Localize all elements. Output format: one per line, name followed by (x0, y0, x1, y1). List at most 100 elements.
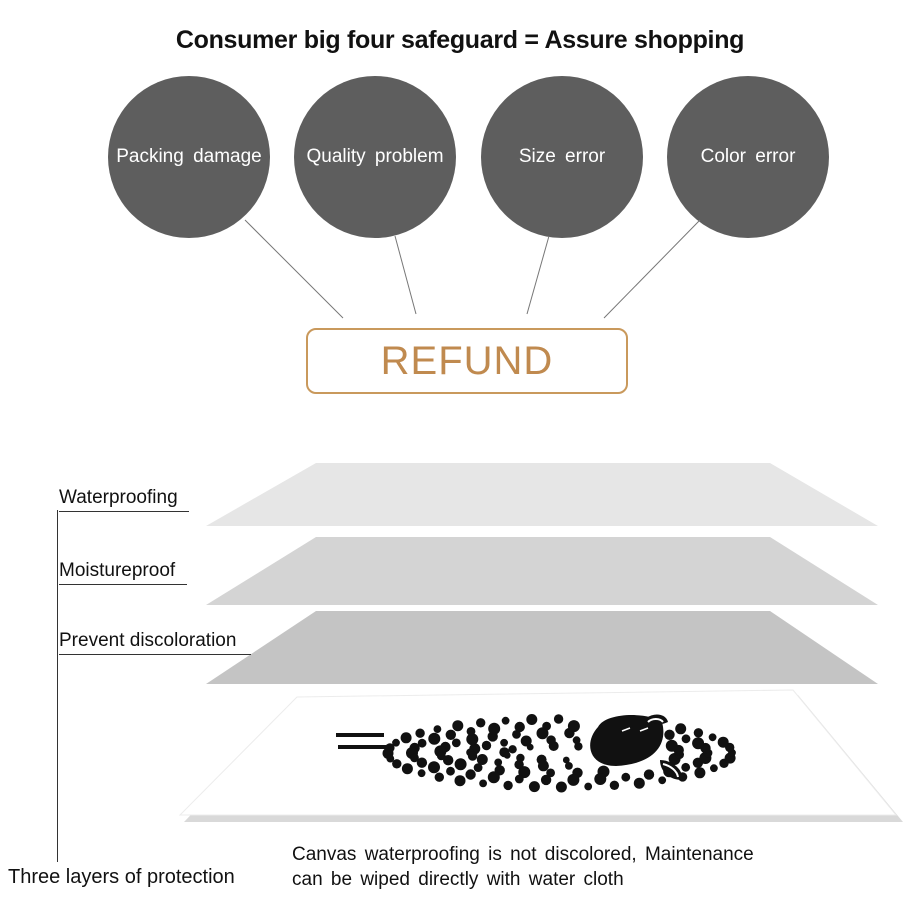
wool-dot (415, 728, 425, 738)
wool-dot (476, 754, 488, 765)
connector-line (394, 235, 417, 315)
wool-dot (717, 736, 729, 748)
wool-dot (401, 763, 413, 775)
safeguard-label: Color error (700, 146, 796, 167)
connector-line (526, 235, 550, 315)
wool-dot (546, 768, 555, 778)
wool-dot (473, 763, 483, 772)
wool-dot (466, 733, 479, 746)
safeguard-label: Quality problem (306, 146, 444, 167)
wool-dot (446, 766, 455, 776)
wool-dot (594, 773, 607, 785)
wool-dot (467, 751, 478, 761)
wool-dot (443, 755, 454, 766)
wool-dot (416, 757, 428, 768)
safeguard-label: Packing damage (116, 146, 262, 167)
wool-dot (417, 769, 426, 778)
layer-label-moistureproof: Moistureproof (59, 560, 187, 585)
wool-dot (454, 775, 466, 787)
wool-dot (488, 722, 501, 735)
wool-dot (681, 762, 691, 772)
wool-dot (479, 779, 487, 788)
wool-dot (542, 721, 551, 731)
refund-badge: REFUND (306, 328, 628, 394)
wool-dot (694, 767, 706, 779)
safeguard-color-error: Color error (667, 76, 829, 238)
wool-dot (693, 728, 704, 738)
black-dotted-sheep-icon (336, 714, 736, 793)
canvas-print (178, 689, 898, 816)
wool-dot (681, 734, 691, 744)
wool-dot (512, 730, 521, 739)
wool-dot (386, 754, 395, 763)
wool-dot (553, 714, 564, 724)
safeguard-size-error: Size error (481, 76, 643, 238)
wool-dot (434, 772, 444, 782)
wool-dot (562, 756, 570, 764)
wool-dot (465, 769, 476, 780)
layer-label-waterproofing: Waterproofing (59, 487, 189, 512)
connector-line (244, 219, 344, 319)
protection-label: Three layers of protection (8, 866, 235, 888)
description-line: can be wiped directly with water cloth (292, 869, 624, 890)
wool-dot (584, 782, 593, 791)
wool-dot (514, 774, 524, 784)
wool-dot (454, 758, 467, 771)
wool-dot (621, 772, 631, 782)
layer-moistureproof (206, 537, 878, 605)
wool-dot (526, 714, 538, 725)
wool-dot (508, 745, 517, 754)
wool-dot (572, 736, 581, 745)
bracket-line (57, 510, 58, 862)
wool-dot (540, 774, 552, 786)
wool-dot (417, 738, 427, 748)
wool-dot (567, 720, 580, 733)
wool-dot (609, 780, 620, 790)
wool-dot (565, 762, 573, 770)
wool-dot (392, 759, 402, 769)
safeguard-packing-damage: Packing damage (108, 76, 270, 238)
wool-dot (466, 727, 476, 736)
layer-waterproofing (206, 463, 878, 526)
wool-dot (410, 753, 419, 763)
safeguard-quality-problem: Quality problem (294, 76, 456, 238)
wool-dot (451, 738, 461, 748)
wool-dot (664, 729, 675, 740)
wool-dot (658, 776, 667, 785)
wool-dot (481, 740, 492, 751)
wool-dot (643, 769, 655, 780)
wool-dot (500, 738, 508, 747)
safeguard-label: Size error (518, 146, 606, 167)
wool-dot (445, 729, 456, 740)
wool-dot (476, 718, 486, 728)
wool-dot (708, 733, 717, 742)
wool-dot (520, 735, 532, 747)
wool-dot (428, 761, 440, 774)
wool-dot (501, 716, 510, 725)
layer-label-prevent-discoloration: Prevent discoloration (59, 630, 251, 655)
wool-dot (433, 725, 442, 733)
wool-dot (675, 723, 687, 735)
wool-dot (692, 737, 705, 750)
description-line: Canvas waterproofing is not discolored, … (292, 844, 754, 865)
wool-dot (546, 735, 556, 745)
description-text: Canvas waterproofing is not discolored, … (292, 842, 754, 892)
wool-dot (574, 742, 583, 751)
wool-dot (503, 751, 511, 759)
wool-dot (452, 720, 464, 732)
layer-prevent-discoloration (206, 611, 878, 684)
wool-dot (487, 771, 500, 784)
wool-dot (514, 721, 525, 733)
wool-dot (503, 780, 513, 791)
connector-line (603, 219, 701, 319)
wool-dot (494, 758, 503, 767)
wool-dot (567, 773, 580, 786)
wool-dot (555, 781, 567, 793)
wool-dot (428, 732, 441, 745)
wool-dot (392, 738, 400, 747)
wool-dot (537, 760, 549, 772)
wool-dot (710, 764, 718, 773)
wool-dot (665, 739, 678, 752)
wool-dot (400, 732, 412, 744)
